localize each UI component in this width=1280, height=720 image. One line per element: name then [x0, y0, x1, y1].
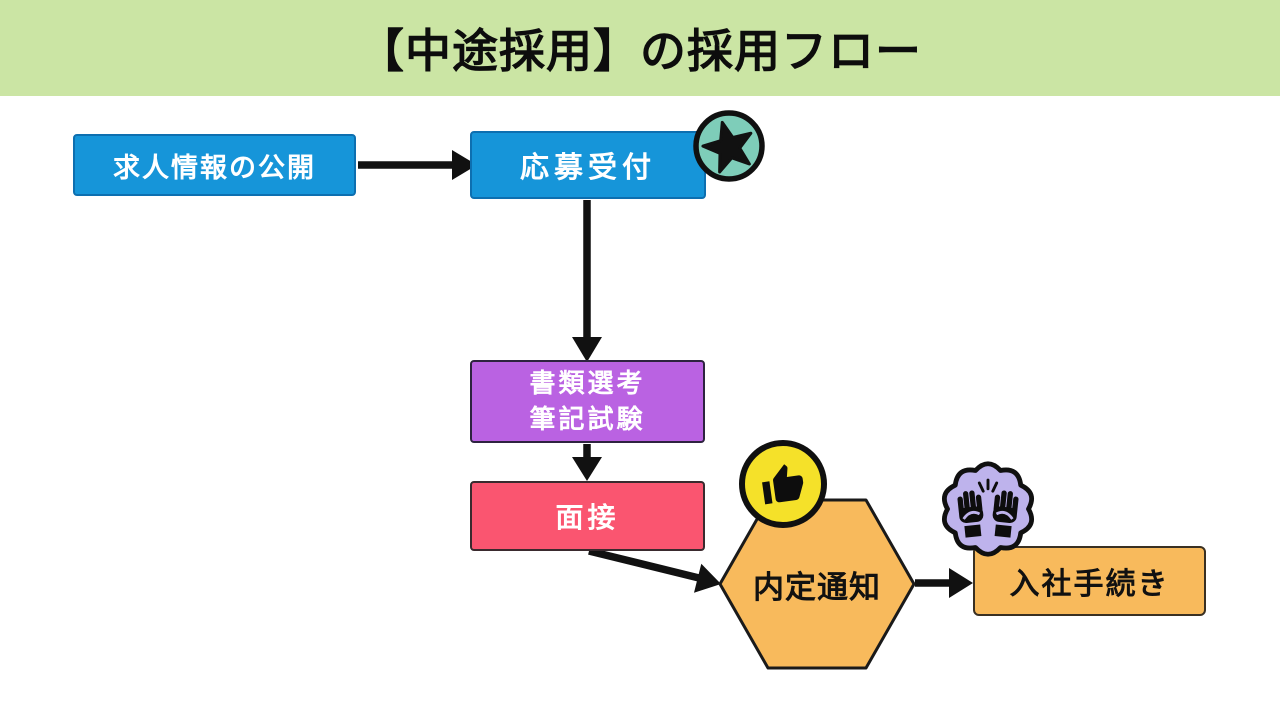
node-screening: 書類選考 筆記試験: [470, 360, 705, 443]
node-application: 応募受付: [470, 131, 706, 199]
page-title: 【中途採用】の採用フロー: [358, 25, 922, 77]
thumbs-up-icon: [739, 440, 827, 528]
node-interview-label: 面接: [555, 502, 620, 533]
header-banner: 【中途採用】の採用フロー: [0, 0, 1280, 96]
node-application-label: 応募受付: [519, 152, 656, 184]
arrow-job-to-application: [358, 150, 477, 180]
node-screening-line2: 筆記試験: [529, 403, 646, 434]
node-offer-label: 内定通知: [753, 569, 881, 605]
node-screening-line1: 書類選考: [529, 368, 646, 399]
node-onboarding: 入社手続き: [973, 546, 1206, 616]
arrow-application-to-screening: [572, 200, 602, 362]
arrow-interview-to-offer: [588, 547, 721, 593]
arrow-offer-to-onboarding: [915, 568, 973, 598]
raised-hands-icon: [941, 461, 1035, 557]
node-interview: 面接: [470, 481, 705, 551]
arrow-screening-to-interview: [572, 444, 602, 481]
node-job-posting-label: 求人情報の公開: [113, 152, 316, 183]
node-offer-label-wrap: 内定通知: [717, 497, 917, 671]
star-icon: [693, 110, 765, 182]
node-onboarding-label: 入社手続き: [1009, 568, 1170, 601]
node-job-posting: 求人情報の公開: [73, 134, 356, 196]
